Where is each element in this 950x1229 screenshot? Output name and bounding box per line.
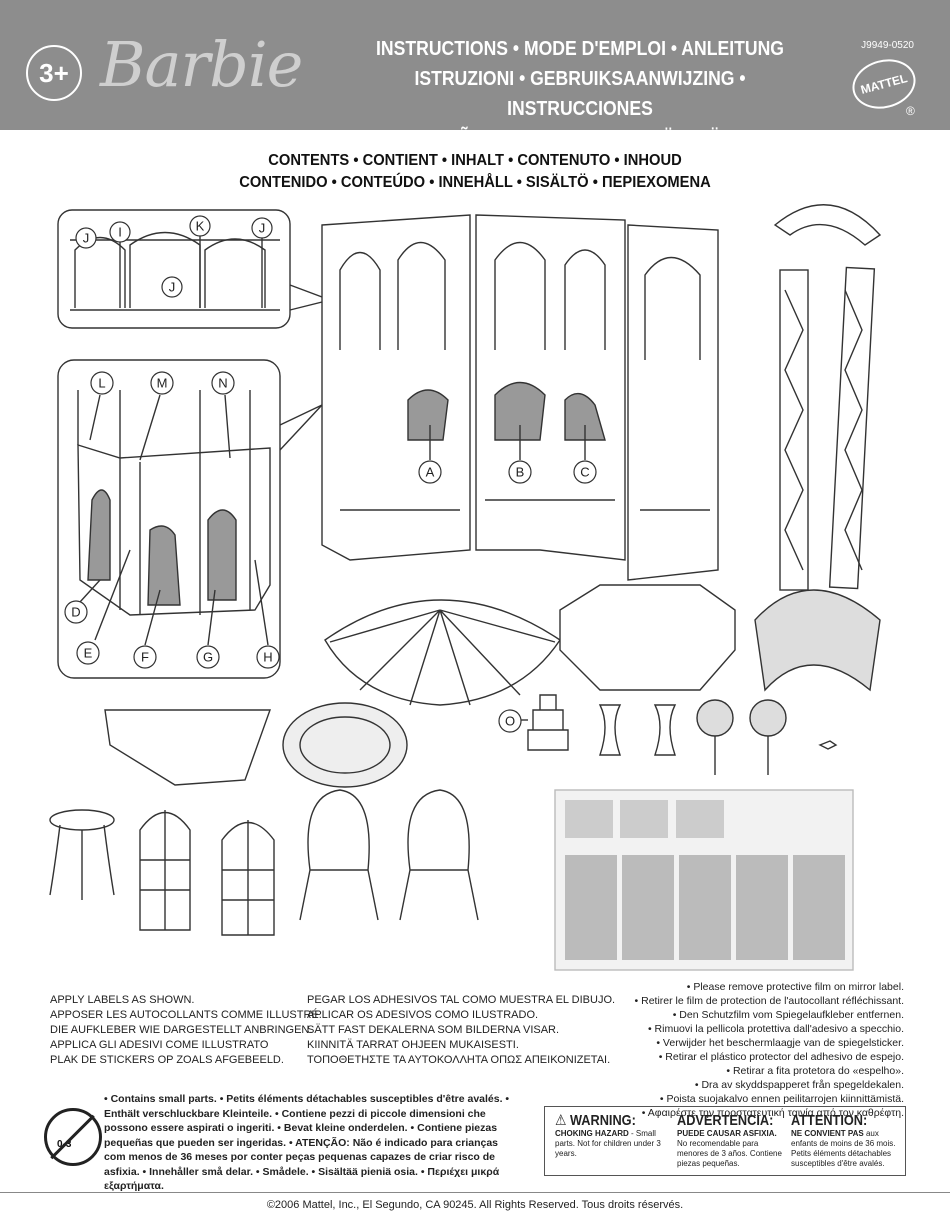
title-line: INSTRUÇÕES • ANVISNINGAR • KÄYTTÖOHJE • …: [379, 128, 781, 180]
registered-mark: ®: [906, 104, 915, 118]
apply-labels-col2: PEGAR LOS ADHESIVOS TAL COMO MUESTRA EL …: [307, 993, 615, 1068]
part-label-i: I: [118, 225, 122, 240]
vase: [598, 704, 622, 756]
bouquet: [696, 699, 734, 737]
callout-side-panels: [57, 359, 323, 679]
apply-line: SÄTT FAST DEKALERNA SOM BILDERNA VISAR.: [307, 1024, 560, 1036]
garland: [754, 589, 881, 692]
chair: [299, 789, 379, 921]
contents-heading: CONTENTS • CONTIENT • INHALT • CONTENUTO…: [38, 150, 912, 194]
arch-columns: [773, 204, 882, 591]
part-label-e: E: [84, 646, 93, 661]
part-label-c: C: [580, 465, 589, 480]
warning-bold: CHOKING HAZARD: [555, 1129, 629, 1138]
part-label-j: J: [259, 221, 266, 236]
folding-screen: [321, 214, 719, 581]
mirror-film-notes: • Please remove protective film on mirro…: [635, 980, 904, 1120]
small-charm: [818, 740, 838, 750]
brand-logo: Barbie: [100, 28, 303, 101]
age-range-label: 0-3: [57, 1139, 72, 1150]
warning-text: aux enfants de moins de 36 mois. Petits …: [791, 1129, 896, 1168]
title-line: ISTRUZIONI • GEBRUIKSAANWIJZING • INSTRU…: [414, 68, 746, 120]
choking-warning-box: ⚠ WARNING: CHOKING HAZARD - Small parts.…: [544, 1106, 906, 1176]
apply-line: APLICAR OS ADESIVOS COMO ILUSTRADO.: [307, 1009, 539, 1021]
warning-en: ⚠ WARNING: CHOKING HAZARD - Small parts.…: [555, 1113, 665, 1159]
apply-line: APPLICA GLI ADESIVI COME ILLUSTRATO: [50, 1039, 269, 1051]
part-label-g: G: [203, 650, 213, 665]
age-badge: 3+: [26, 45, 82, 101]
mirror-note: • Rimuovi la pellicola protettiva dall'a…: [647, 1023, 904, 1035]
contents-line: CONTENIDO • CONTEÚDO • INNEHÅLL • SISÄLT…: [239, 174, 711, 191]
part-label-m: M: [157, 376, 168, 391]
warning-es: ADVERTENCIA: PUEDE CAUSAR ASFIXIA. No re…: [677, 1113, 782, 1169]
chair: [399, 789, 479, 921]
part-label-k: K: [196, 219, 205, 234]
part-label-j: J: [83, 231, 90, 246]
mirror-note: • Please remove protective film on mirro…: [686, 981, 904, 993]
apply-line: PLAK DE STICKERS OP ZOALS AFGEBEELD.: [50, 1054, 284, 1066]
apply-line: KIINNITÄ TARRAT OHJEEN MUKAISESTI.: [307, 1039, 519, 1051]
apply-line: APPLY LABELS AS SHOWN.: [50, 994, 195, 1006]
mirror-note: • Verwijder het beschermlaagje van de sp…: [656, 1037, 904, 1049]
platform: [559, 584, 736, 691]
warning-text: No recomendable para menores de 3 años. …: [677, 1139, 782, 1168]
small-parts-warning: • Contains small parts. • Petits élément…: [104, 1093, 510, 1192]
bouquet: [749, 699, 787, 737]
apply-labels-col1: APPLY LABELS AS SHOWN. APPOSER LES AUTOC…: [50, 993, 322, 1068]
part-label-a: A: [426, 465, 435, 480]
part-label-b: B: [516, 465, 525, 480]
part-label-n: N: [218, 376, 227, 391]
warning-text: - Small parts. Not for children under 3 …: [555, 1129, 661, 1158]
copyright-footer: ©2006 Mattel, Inc., El Segundo, CA 90245…: [0, 1192, 950, 1211]
part-label-l: L: [98, 376, 105, 391]
mirror-note: • Retirar el plástico protector del adhe…: [658, 1051, 904, 1063]
parts-illustration: J I K J J A B C L M N D E F G H O: [49, 204, 882, 971]
cake: [527, 694, 569, 751]
part-label-f: F: [141, 650, 149, 665]
mirror-note: • Den Schutzfilm vom Spiegelaufkleber en…: [672, 1009, 904, 1021]
apply-line: APPOSER LES AUTOCOLLANTS COMME ILLUSTRÉ.: [50, 1009, 322, 1021]
warning-heading: ADVERTENCIA:: [677, 1112, 774, 1129]
part-label-d: D: [71, 605, 80, 620]
apply-line: ΤΟΠΟΘΕΤΗΣΤΕ ΤΑ ΑΥΤΟΚΟΛΛΗΤΑ ΟΠΩΣ ΑΠΕΙΚΟΝΙ…: [307, 1054, 611, 1066]
mirror-note: • Retirar a fita protetora do «espelho».: [726, 1065, 904, 1077]
vase: [653, 704, 677, 756]
mirror-note: • Poista suojakalvo ennen peilitarrojen …: [659, 1093, 904, 1105]
part-label-j: J: [169, 280, 176, 295]
title-line: INSTRUCTIONS • MODE D'EMPLOI • ANLEITUNG: [376, 38, 784, 60]
warning-bold: NE CONVIENT PAS: [791, 1129, 864, 1138]
part-label-o: O: [505, 714, 515, 729]
header-banner: 3+ Barbie INSTRUCTIONS • MODE D'EMPLOI •…: [0, 0, 950, 180]
part-label-h: H: [263, 650, 272, 665]
warning-heading: ATTENTION:: [791, 1112, 868, 1129]
planter: [104, 709, 271, 786]
no-under-3-icon: 0-3: [44, 1108, 102, 1166]
mirror-note: • Αφαιρέστε την προστατευτική ταινία από…: [641, 1107, 904, 1119]
apply-line: DIE AUFKLEBER WIE DARGESTELLT ANBRINGEN.: [50, 1024, 313, 1036]
warning-bold: PUEDE CAUSAR ASFIXIA.: [677, 1129, 777, 1138]
mirror-note: • Dra av skyddspapperet från spegeldekal…: [694, 1079, 904, 1091]
apply-line: PEGAR LOS ADHESIVOS TAL COMO MUESTRA EL …: [307, 994, 616, 1006]
mirror-note: • Retirer le film de protection de l'aut…: [634, 995, 904, 1007]
contents-line: CONTENTS • CONTIENT • INHALT • CONTENUTO…: [268, 152, 682, 169]
warning-fr: ATTENTION: NE CONVIENT PAS aux enfants d…: [791, 1113, 899, 1169]
product-code: J9949-0520: [861, 40, 914, 51]
rug: [282, 702, 408, 788]
instructions-title: INSTRUCTIONS • MODE D'EMPLOI • ANLEITUNG…: [360, 34, 800, 184]
warning-heading: ⚠ WARNING:: [555, 1112, 636, 1129]
